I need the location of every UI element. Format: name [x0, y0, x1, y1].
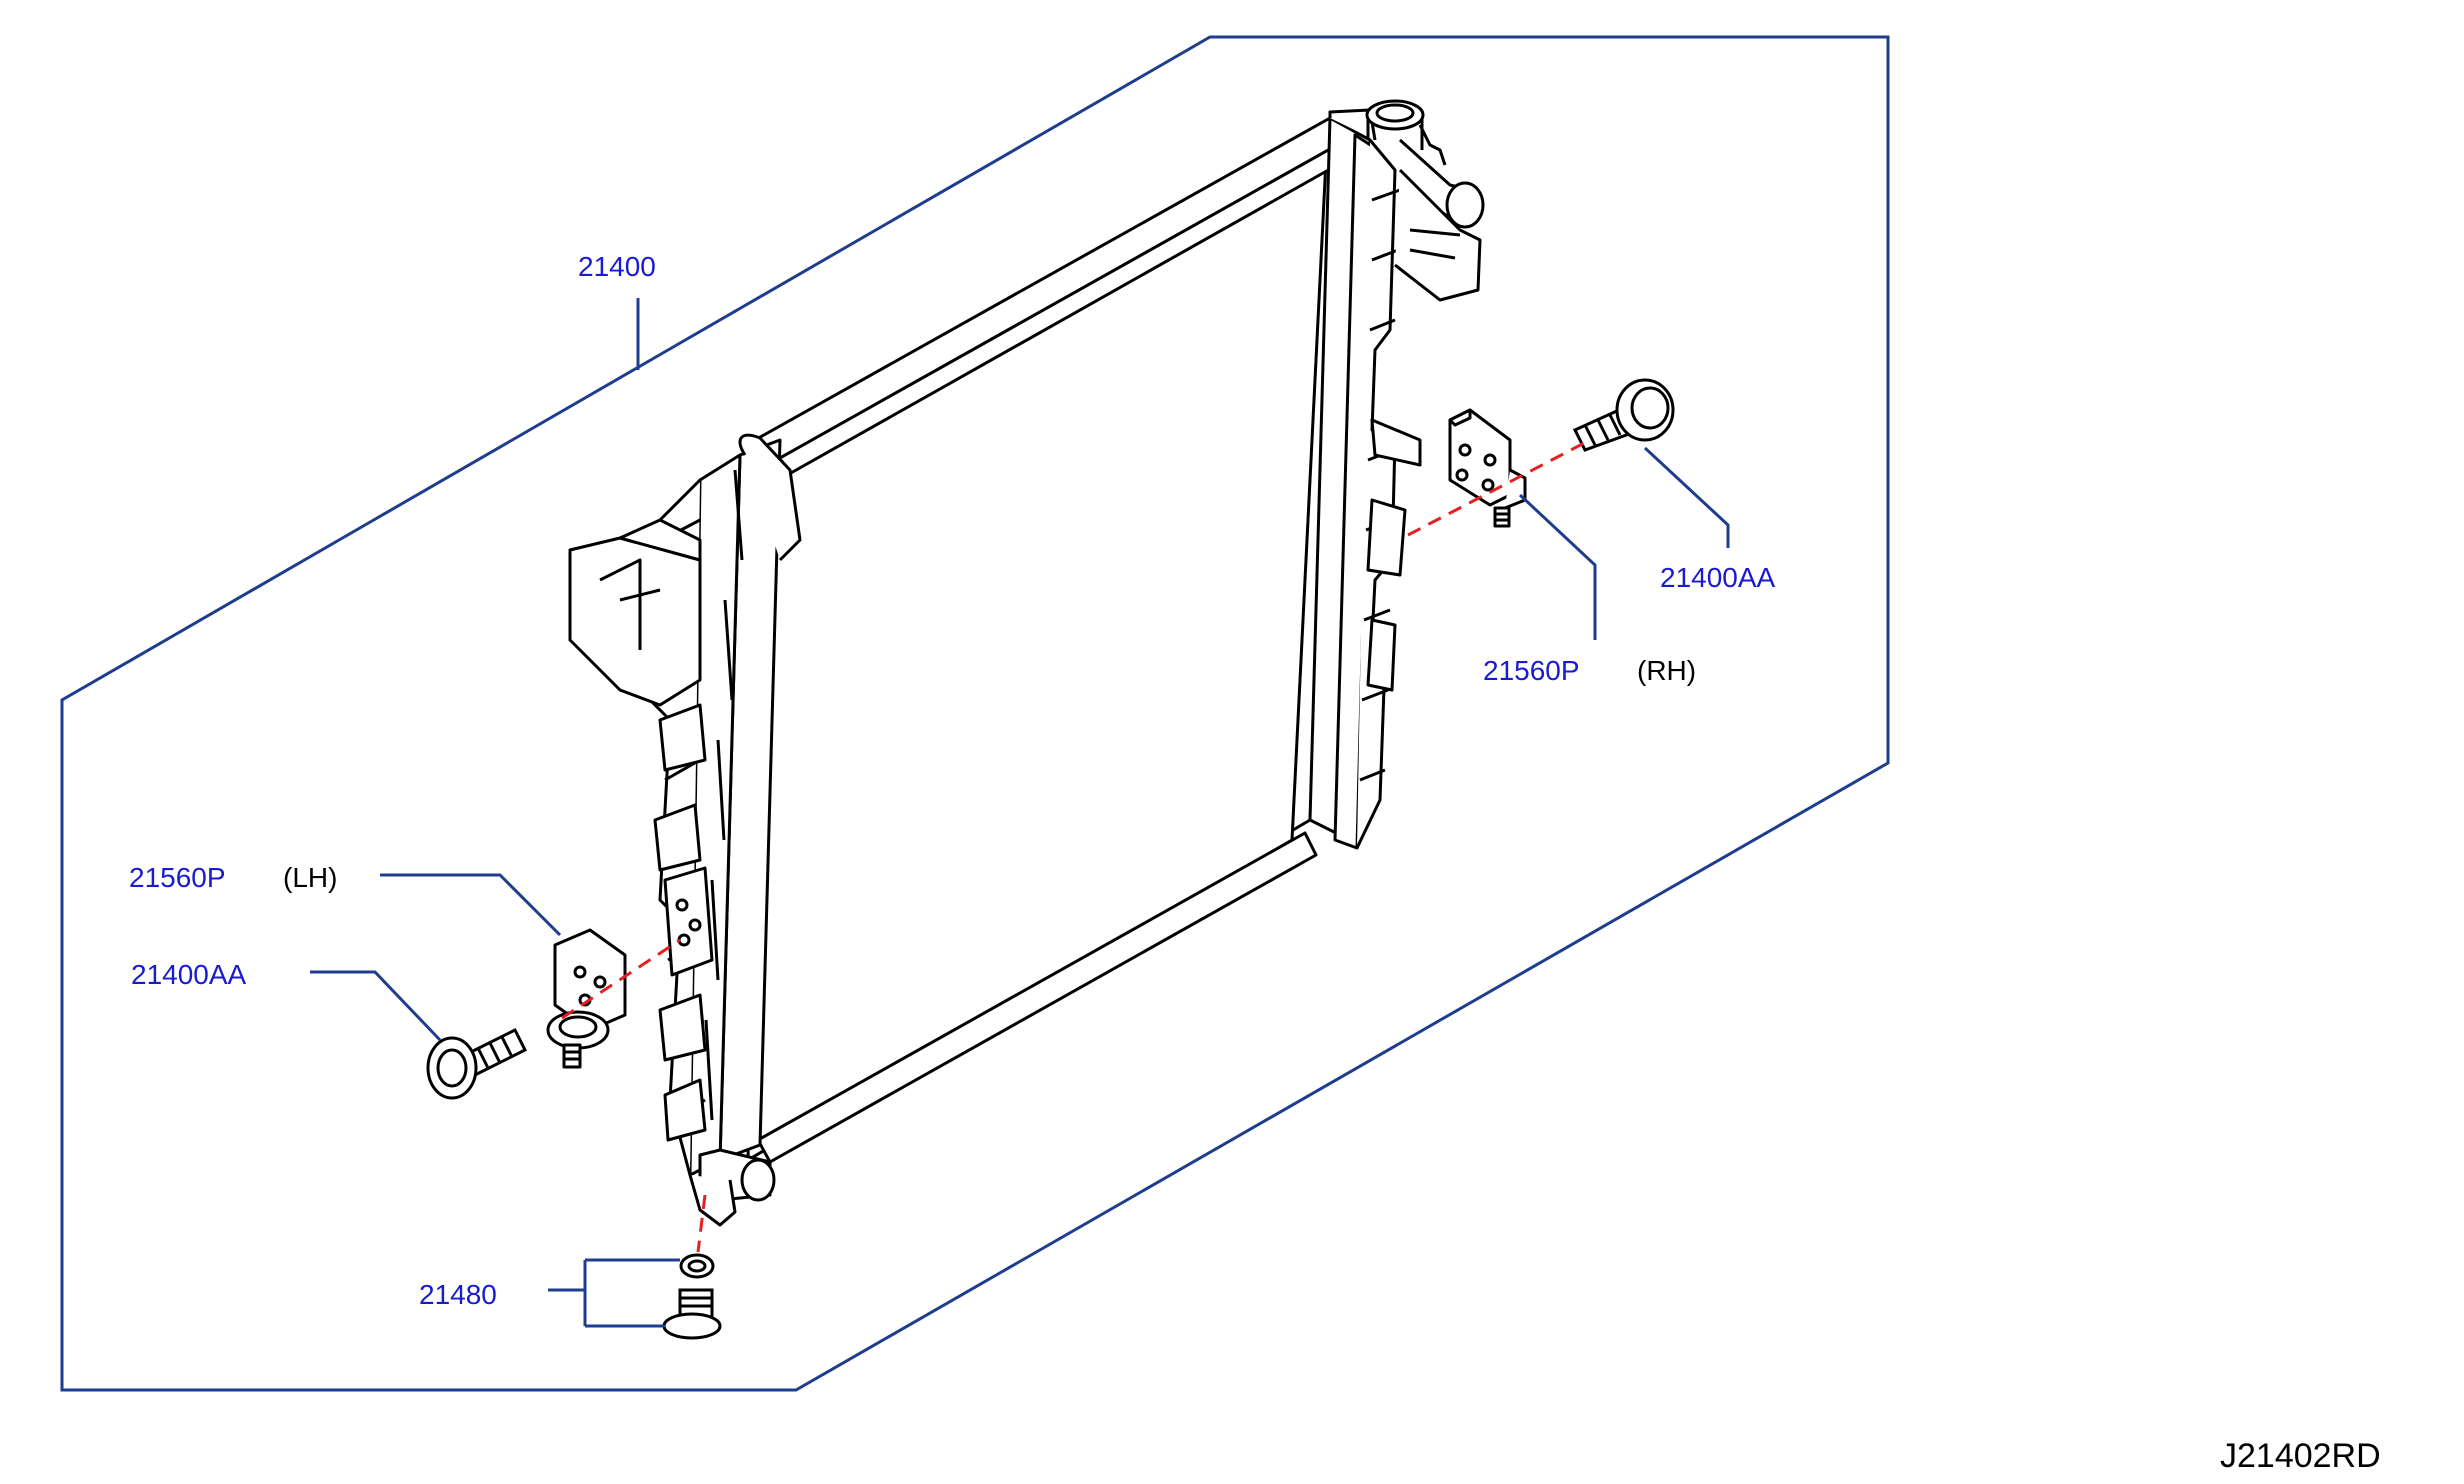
bracket-rh — [1448, 408, 1527, 528]
callout-bracket-rh[interactable]: 21560P — [1483, 655, 1580, 686]
drain-plug — [662, 1253, 722, 1340]
assembly-boundary — [60, 35, 1890, 1392]
callout-radiator[interactable]: 21400 — [578, 251, 656, 282]
bolt-rh — [1572, 378, 1675, 452]
callout-bolt-rh[interactable]: 21400AA — [1660, 562, 1776, 593]
diagram-code: J21402RD — [2220, 1437, 2381, 1475]
leader-lines — [310, 298, 1730, 1328]
bracket-rh-side-label: (RH) — [1637, 655, 1697, 686]
bracket-lh — [546, 928, 627, 1069]
installation-centerlines — [561, 438, 1591, 1253]
callout-bracket-lh[interactable]: 21560P — [129, 862, 226, 893]
callout-bolt-lh[interactable]: 21400AA — [131, 959, 247, 990]
radiator-assembly — [568, 99, 1485, 1227]
bracket-lh-side-label: (LH) — [283, 862, 338, 893]
bolt-lh — [426, 1027, 528, 1100]
callout-drain-plug[interactable]: 21480 — [419, 1279, 497, 1310]
